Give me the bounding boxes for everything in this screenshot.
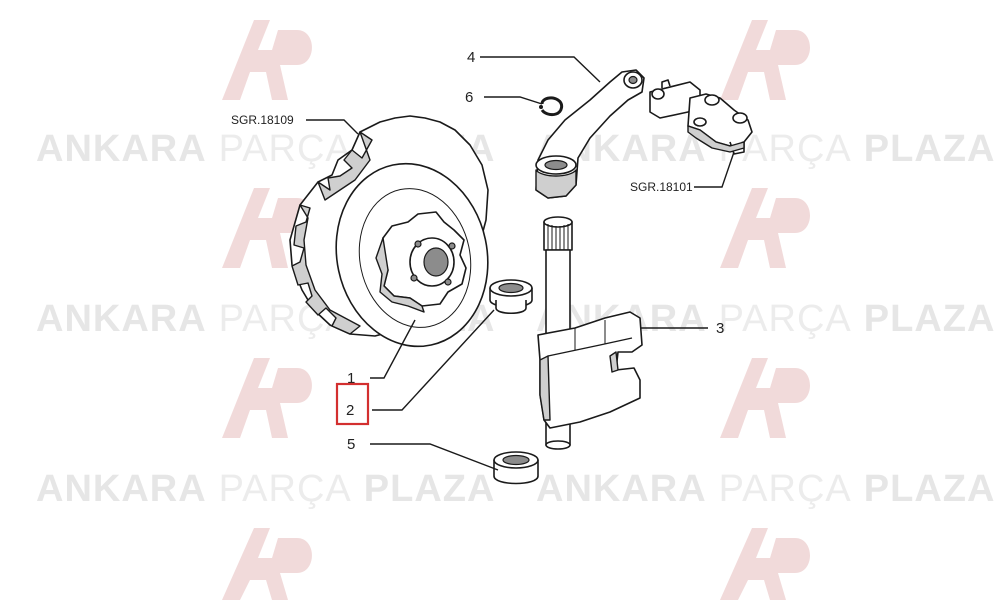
watermark-logos bbox=[222, 20, 810, 600]
watermark-word-plaza: PLAZA bbox=[864, 468, 996, 510]
watermark-logo-icon bbox=[222, 188, 312, 268]
release-lever-part-4[interactable] bbox=[535, 69, 645, 199]
leader-lines bbox=[306, 56, 735, 471]
slave-cylinder-bracket[interactable] bbox=[649, 79, 753, 155]
watermark-word-parca: PARÇA bbox=[719, 298, 852, 340]
watermark-word-plaza: PLAZA bbox=[864, 298, 996, 340]
bushing-part-5[interactable] bbox=[493, 451, 539, 485]
callout-4: 4 bbox=[467, 49, 475, 66]
watermark-word-parca: PARÇA bbox=[219, 128, 352, 170]
callout-labels: SGR.18109 SGR.18101 4 6 3 1 2 5 bbox=[231, 49, 724, 453]
watermark-text: ANKARA PARÇA PLAZA ANKARA PARÇA PLAZA ANKARA… bbox=[36, 128, 996, 510]
clutch-pressure-plate[interactable] bbox=[289, 115, 504, 361]
watermark-word-ankara: ANKARA bbox=[36, 298, 207, 340]
watermark-word-ankara: ANKARA bbox=[36, 128, 207, 170]
callout-5: 5 bbox=[347, 436, 355, 453]
watermark-logo-icon bbox=[720, 188, 810, 268]
callout-3: 3 bbox=[716, 320, 724, 337]
ref-label-sgr-18109: SGR.18109 bbox=[231, 113, 294, 127]
watermark-word-parca: PARÇA bbox=[219, 468, 352, 510]
highlight-box-callout-2 bbox=[335, 382, 370, 426]
callout-6: 6 bbox=[465, 89, 473, 106]
watermark-logo-icon bbox=[720, 20, 810, 100]
ref-label-sgr-18101: SGR.18101 bbox=[630, 180, 693, 194]
watermark-word-ankara: ANKARA bbox=[536, 468, 707, 510]
watermark-logo-icon bbox=[222, 20, 312, 100]
callout-1: 1 bbox=[347, 370, 355, 387]
watermark-word-plaza: PLAZA bbox=[864, 128, 996, 170]
watermark-word-ankara: ANKARA bbox=[36, 468, 207, 510]
callout-2: 2 bbox=[346, 402, 354, 419]
watermark-logo-icon bbox=[720, 528, 810, 600]
release-fork-shaft-part-3[interactable] bbox=[537, 216, 643, 450]
watermark-logo-icon bbox=[222, 528, 312, 600]
bushing-part-2[interactable] bbox=[489, 279, 533, 315]
watermark-word-plaza: PLAZA bbox=[364, 468, 496, 510]
watermark-word-parca: PARÇA bbox=[719, 468, 852, 510]
circlip-part-6[interactable] bbox=[539, 96, 564, 117]
watermark-logo-icon bbox=[720, 358, 810, 438]
watermark-logo-icon bbox=[222, 358, 312, 438]
